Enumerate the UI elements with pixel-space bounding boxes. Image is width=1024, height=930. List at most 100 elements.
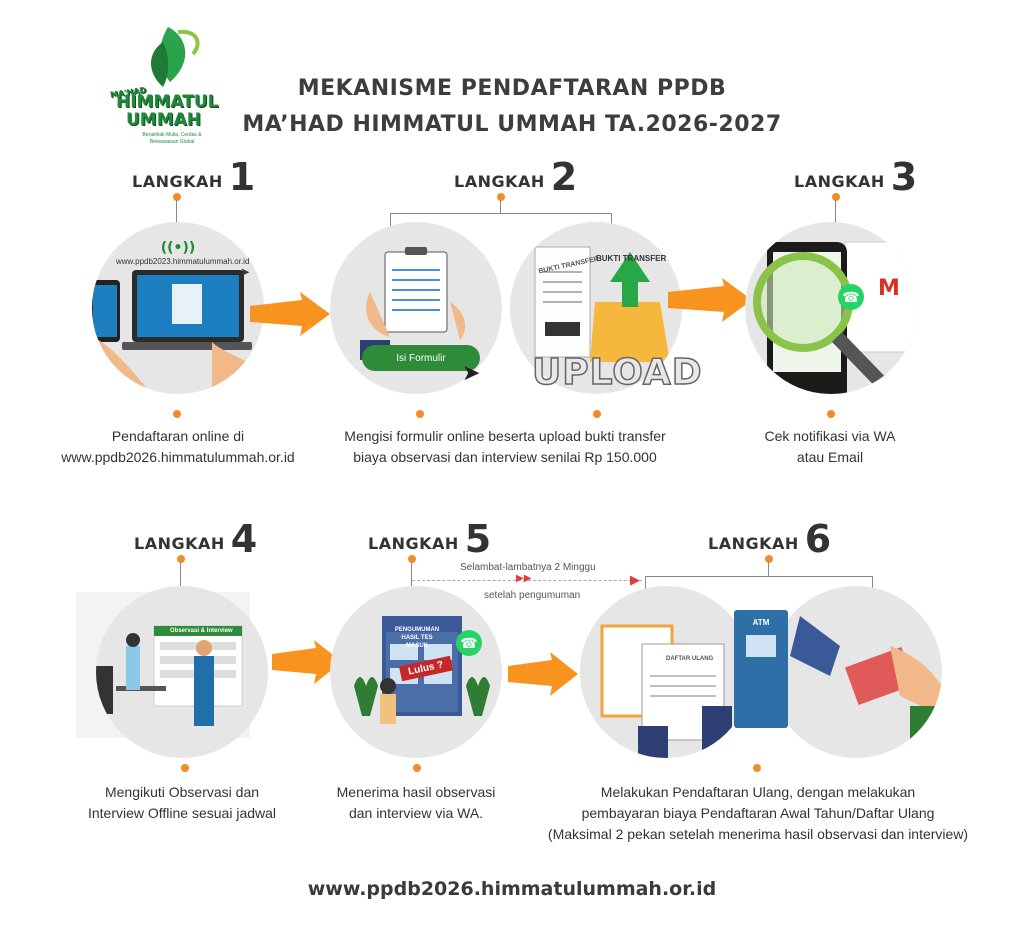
upload-text: UPLOAD: [531, 351, 703, 394]
connector-line: [645, 576, 646, 590]
announcement-board-title: PENGUMUMAN HASIL TES MASUK: [394, 627, 440, 649]
arrow-right-icon: [272, 640, 342, 684]
step-word: LANGKAH: [708, 534, 799, 553]
step-2-description: Mengisi formulir online beserta upload b…: [310, 426, 700, 468]
connector-dot: [753, 764, 761, 772]
step-2-illustration-upload: [510, 222, 682, 394]
connector-dot: [765, 555, 773, 563]
connector-line: [500, 200, 501, 214]
desc-line: Interview Offline sesuai jadwal: [87, 805, 277, 821]
whatsapp-icon: ☎: [456, 630, 482, 656]
step-6-illustration-atm: [770, 586, 942, 758]
desc-line: www.ppdb2026.himmatulummah.or.id: [61, 449, 295, 465]
step-word: LANGKAH: [132, 172, 223, 191]
connector-dot: [177, 555, 185, 563]
arrow-right-icon: [250, 292, 330, 336]
svg-text:((•)): ((•)): [161, 240, 196, 256]
gmail-icon: M: [878, 276, 900, 301]
connector-bracket: [390, 213, 612, 214]
connector-dot: [173, 410, 181, 418]
red-arrow-icon: ▶: [630, 572, 640, 587]
form-title: DAFTAR ULANG: [666, 656, 714, 662]
desc-line: (Maksimal 2 pekan setelah menerima hasil…: [547, 826, 969, 842]
footer-url[interactable]: www.ppdb2026.himmatulummah.or.id: [307, 878, 717, 900]
step-2-label: LANGKAH 2: [454, 155, 578, 199]
desc-line: atau Email: [796, 449, 864, 465]
connector-bracket: [645, 576, 873, 577]
step-number: 4: [230, 517, 258, 561]
whatsapp-icon: ☎: [838, 284, 864, 310]
step-number: 6: [804, 517, 832, 561]
desc-line: Mengisi formulir online beserta upload b…: [344, 428, 666, 444]
step-word: LANGKAH: [368, 534, 459, 553]
desc-line: Mengikuti Observasi dan: [104, 784, 260, 800]
step-number: 5: [464, 517, 492, 561]
connector-dot: [416, 410, 424, 418]
logo-line2: HIMMATUL: [116, 92, 219, 112]
connector-line: [872, 576, 873, 590]
connector-dot: [181, 764, 189, 772]
step-1-illustration: ((•)): [92, 222, 264, 394]
step-4-description: Mengikuti Observasi dan Interview Offlin…: [60, 782, 304, 824]
arrow-right-icon: [668, 278, 752, 322]
step-number: 1: [228, 155, 256, 199]
logo-tagline: Berakhlak Mulia, Cerdas & Berwawasan Glo…: [142, 132, 202, 145]
step-word: LANGKAH: [454, 172, 545, 191]
connector-dot: [408, 555, 416, 563]
step-6-illustration-documents: [580, 586, 752, 758]
cursor-icon: ➤: [462, 360, 481, 385]
leaf-logo-icon: [150, 27, 200, 87]
folder-label: BUKTI TRANSFER: [596, 254, 667, 263]
step-5-description: Menerima hasil observasi dan interview v…: [316, 782, 516, 824]
logo: MA'HAD HIMMATUL UMMAH Berakhlak Mulia, C…: [108, 22, 228, 152]
connector-dot: [497, 193, 505, 201]
fill-form-button[interactable]: Isi Formulir: [362, 345, 480, 371]
timeline-note-line1: Selambat-lambatnya 2 Minggu: [460, 562, 596, 573]
timeline-line: [412, 580, 642, 581]
page-title-line2: MA’HAD HIMMATUL UMMAH TA.2026-2027: [242, 112, 782, 137]
connector-dot: [593, 410, 601, 418]
step-1-description: Pendaftaran online di www.ppdb2026.himma…: [36, 426, 320, 468]
connector-line: [176, 200, 177, 225]
connector-dot: [832, 193, 840, 201]
connector-dot: [827, 410, 835, 418]
step-number: 3: [890, 155, 918, 199]
logo-line3: UMMAH: [126, 110, 202, 130]
connector-dot: [173, 193, 181, 201]
connector-line: [768, 562, 769, 576]
connector-line: [611, 213, 612, 227]
desc-line: biaya observasi dan interview senilai Rp…: [353, 449, 657, 465]
step-number: 2: [550, 155, 578, 199]
connector-line: [411, 562, 412, 590]
desc-line: Menerima hasil observasi: [336, 784, 496, 800]
step-word: LANGKAH: [134, 534, 225, 553]
atm-label: ATM: [752, 618, 770, 627]
step-5-label: LANGKAH 5: [368, 517, 492, 561]
page-title-line1: MEKANISME PENDAFTARAN PPDB: [297, 76, 727, 101]
step-3-description: Cek notifikasi via WA atau Email: [730, 426, 930, 468]
arrow-right-icon: [508, 652, 578, 696]
step-4-label: LANGKAH 4: [134, 517, 258, 561]
observation-board-title: Observasi & Interview: [170, 628, 233, 634]
fill-form-button-label: Isi Formulir: [396, 352, 446, 364]
desc-line: Cek notifikasi via WA: [764, 428, 896, 444]
red-arrow-icon: ▶▶: [516, 573, 532, 584]
step-4-illustration: [96, 586, 268, 758]
connector-line: [835, 200, 836, 225]
timeline-note-line2: setelah pengumuman: [484, 590, 581, 601]
step-word: LANGKAH: [794, 172, 885, 191]
desc-line: pembayaran biaya Pendaftaran Awal Tahun/…: [581, 805, 935, 821]
connector-line: [390, 213, 391, 227]
step-6-label: LANGKAH 6: [708, 517, 832, 561]
step-6-description: Melakukan Pendaftaran Ulang, dengan mela…: [508, 782, 1008, 845]
atm-machine: ATM: [734, 610, 788, 728]
step-1-label: LANGKAH 1: [132, 155, 256, 199]
desc-line: dan interview via WA.: [348, 805, 484, 821]
cursor-icon: ➤: [240, 265, 251, 279]
desc-line: Pendaftaran online di: [111, 428, 245, 444]
step-3-illustration: [745, 222, 917, 394]
desc-line: Melakukan Pendaftaran Ulang, dengan mela…: [600, 784, 916, 800]
connector-dot: [413, 764, 421, 772]
illustration-url: www.ppdb2023.himmatulummah.or.id: [116, 257, 250, 266]
step-3-label: LANGKAH 3: [794, 155, 918, 199]
